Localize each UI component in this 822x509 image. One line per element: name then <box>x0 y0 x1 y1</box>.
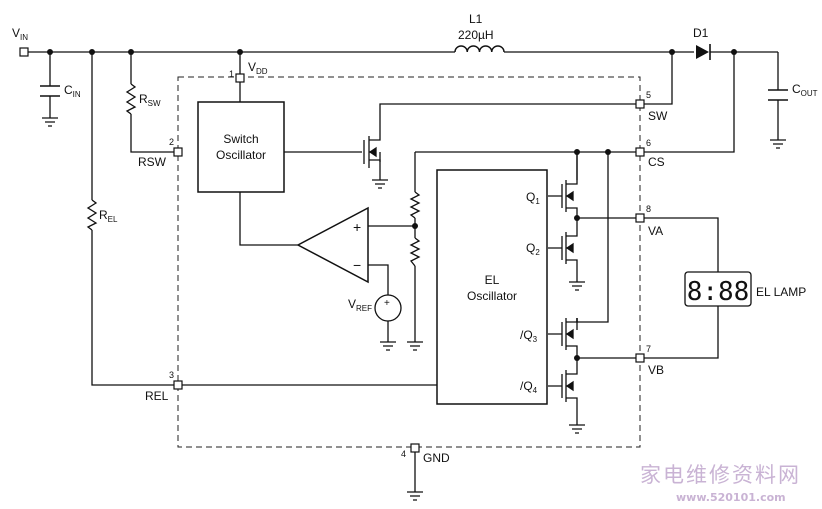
switch-oscillator-block <box>197 101 285 193</box>
diode-label: D1 <box>693 26 709 40</box>
watermark-text: 家电维修资料网 <box>640 463 801 487</box>
el-osc-line2: Oscillator <box>467 289 517 303</box>
opamp-minus: − <box>353 257 361 273</box>
el-oscillator-block <box>436 169 548 405</box>
pin-4-gnd <box>410 443 420 453</box>
q2-label: Q2 <box>526 241 540 257</box>
mosfet-q4 <box>548 370 578 404</box>
pin-7-name: VB <box>648 363 664 377</box>
ground-symbol <box>407 341 423 351</box>
junction-dot <box>89 49 95 55</box>
ground-symbol <box>42 117 58 127</box>
pin-7-vb <box>635 353 645 363</box>
pin-2-name: RSW <box>138 155 167 169</box>
pin-8-number: 8 <box>646 204 651 214</box>
inductor-value: 220µH <box>458 28 494 42</box>
vin-terminal <box>19 47 29 57</box>
hbridge-top-rail <box>576 152 609 323</box>
va-node <box>576 212 719 272</box>
pin-3-rel <box>173 380 183 390</box>
pin-1-number: 1 <box>229 69 234 79</box>
pin-5-sw <box>635 99 645 109</box>
pin-7-number: 7 <box>646 344 651 354</box>
ground-symbol <box>770 139 786 149</box>
vref-plus: + <box>384 298 390 309</box>
junction-dot <box>412 223 418 229</box>
junction-dot <box>574 355 580 361</box>
pin-3-name: REL <box>145 389 169 403</box>
watermark-url: www.520101.com <box>676 491 786 504</box>
rsw-resistor <box>125 83 137 115</box>
cin-capacitor <box>40 85 60 97</box>
pin-2-rsw <box>173 147 183 157</box>
comparator-opamp <box>296 206 369 284</box>
mosfet-q1 <box>548 180 578 212</box>
ground-symbol <box>407 491 423 501</box>
junction-dot <box>237 49 243 55</box>
pin-4-number: 4 <box>401 449 406 459</box>
switch-osc-line2: Oscillator <box>216 148 266 162</box>
q4-label: /Q4 <box>520 379 538 395</box>
pin-6-cs <box>635 147 645 157</box>
opamp-plus: + <box>353 219 361 235</box>
el-osc-line1: EL <box>485 273 500 287</box>
junction-dot <box>605 149 611 155</box>
q1-label: Q1 <box>526 190 540 206</box>
divider-resistor-top <box>409 191 421 219</box>
divider-wire <box>368 152 416 342</box>
ground-symbol <box>569 281 585 291</box>
cin-label: CIN <box>64 83 81 99</box>
inductor-l1 <box>454 45 505 53</box>
pin-8-name: VA <box>648 224 663 238</box>
junction-dot <box>47 49 53 55</box>
q3-label: /Q3 <box>520 328 538 344</box>
inductor-label: L1 <box>469 12 483 26</box>
divider-resistor-bottom <box>409 237 421 267</box>
junction-dot <box>128 49 134 55</box>
pin-6-number: 6 <box>646 138 651 148</box>
rsw-label: RSW <box>139 92 161 108</box>
sw-node-wire <box>379 52 673 134</box>
el-lamp-digits: 8:88 <box>687 277 750 307</box>
rsw-wire <box>130 52 174 153</box>
vdd-label: VDD <box>248 60 268 76</box>
ground-symbol <box>569 424 585 434</box>
pin-2-number: 2 <box>169 137 174 147</box>
q3-drain-wire <box>576 318 590 323</box>
rel-wire <box>91 52 174 386</box>
pin-8-va <box>635 213 645 223</box>
ground-symbol <box>372 179 388 189</box>
mosfet-q2 <box>548 232 578 265</box>
ic-package-outline <box>177 76 641 448</box>
rel-resistor <box>86 199 98 231</box>
junction-dot <box>574 215 580 221</box>
el-lamp-display <box>684 271 752 307</box>
switch-osc-line1: Switch <box>223 132 258 146</box>
mosfet-q3 <box>548 318 578 350</box>
junction-dot <box>669 49 675 55</box>
pin-6-name: CS <box>648 155 665 169</box>
pin-5-name: SW <box>648 109 668 123</box>
junction-dot <box>574 149 580 155</box>
vref-label: VREF <box>348 297 372 313</box>
cout-label: COUT <box>792 82 818 98</box>
vref-wire <box>368 264 389 342</box>
vref-source <box>374 294 402 322</box>
pin-4-name: GND <box>423 451 450 465</box>
switch-mosfet <box>363 134 381 168</box>
el-lamp-label: EL LAMP <box>756 285 806 299</box>
rel-label: REL <box>99 208 118 224</box>
cout-capacitor <box>768 89 788 101</box>
cs-wire <box>415 52 735 153</box>
pin-5-number: 5 <box>646 90 651 100</box>
osc-to-comparator-wire <box>239 192 298 246</box>
junction-dot <box>731 49 737 55</box>
ground-symbol <box>380 341 396 351</box>
pin-1-vdd <box>235 73 245 83</box>
pin-3-number: 3 <box>169 370 174 380</box>
diode-d1 <box>696 44 711 60</box>
vin-label: VIN <box>12 26 28 42</box>
